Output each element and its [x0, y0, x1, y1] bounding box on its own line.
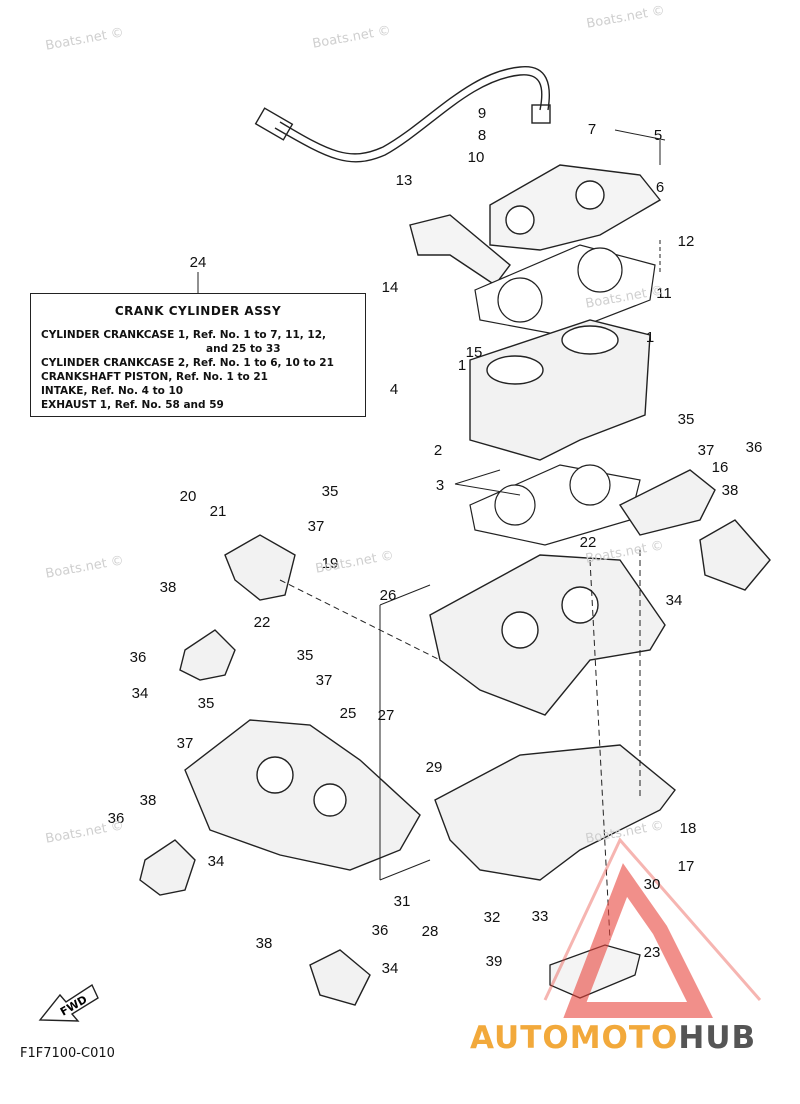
part-number-label: 35 — [678, 411, 695, 428]
part-number-label: 10 — [468, 149, 485, 166]
part-number-label: 27 — [378, 707, 395, 724]
part-number-label: 37 — [316, 672, 333, 689]
part-number-label: 31 — [394, 893, 411, 910]
hose-assembly — [254, 66, 551, 163]
part-number-label: 22 — [580, 534, 597, 551]
engine-mounts — [139, 629, 236, 896]
assembly-legend: CRANK CYLINDER ASSY CYLINDER CRANKCASE 1… — [30, 293, 366, 417]
part-number-label: 17 — [678, 858, 695, 875]
part-number-label: 2 — [434, 442, 442, 459]
part-number-label: 15 — [466, 344, 483, 361]
part-callouts: 1123456789101112131415161718192021222223… — [108, 105, 763, 977]
part-number-label: 38 — [722, 482, 739, 499]
part-number-label: 26 — [380, 587, 397, 604]
part-number-label: 6 — [656, 179, 664, 196]
part-number-label: 11 — [656, 285, 672, 302]
part-number-label: 35 — [198, 695, 215, 712]
part-number-label: 34 — [382, 960, 399, 977]
base-gaskets — [469, 464, 641, 546]
part-number-label: 34 — [132, 685, 149, 702]
exhaust-bracket — [224, 534, 296, 601]
cylinder-block — [469, 319, 651, 461]
part-number-label: 23 — [644, 944, 661, 961]
brand-part1: AUTOMOTO — [470, 1020, 679, 1056]
part-number-label: 8 — [478, 127, 486, 144]
part-number-label: 35 — [297, 647, 314, 664]
part-number-label: 29 — [426, 759, 443, 776]
cylinder-head — [489, 164, 662, 251]
part-number-label: 1 — [458, 357, 466, 374]
legend-row: and 25 to 33 — [206, 343, 281, 355]
part-number-label: 21 — [210, 503, 227, 520]
fwd-arrow-icon: FWD — [38, 983, 99, 1022]
part-number-label: 28 — [422, 923, 439, 940]
part-number-label: 22 — [254, 614, 271, 631]
part-number-label: 25 — [340, 705, 357, 722]
part-number-label: 3 — [436, 477, 444, 494]
part-number-label: 36 — [372, 922, 389, 939]
legend-row: CYLINDER CRANKCASE 1, Ref. No. 1 to 7, 1… — [41, 329, 327, 341]
part-number-label: 33 — [532, 908, 549, 925]
legend-row: CRANKSHAFT PISTON, Ref. No. 1 to 21 — [41, 371, 268, 383]
part-number-label: 35 — [322, 483, 339, 500]
part-number-label: 36 — [746, 439, 763, 456]
part-number-label: 16 — [712, 459, 729, 476]
part-number-label: 5 — [654, 127, 662, 144]
part-number-label: 38 — [160, 579, 177, 596]
part-number-label: 19 — [322, 555, 339, 572]
upper-crankcase — [429, 554, 666, 716]
part-number-label: 7 — [588, 121, 596, 138]
part-number-label: 37 — [698, 442, 715, 459]
legend-row: INTAKE, Ref. No. 4 to 10 — [41, 385, 184, 397]
part-number-label: 20 — [180, 488, 197, 505]
brand-part2: HUB — [678, 1020, 757, 1056]
part-number-label: 39 — [486, 953, 503, 970]
lower-crankcase — [434, 744, 676, 881]
intake-parts — [309, 469, 771, 1006]
exhaust-manifold — [184, 719, 421, 871]
part-number-label: 36 — [130, 649, 147, 666]
part-number-label: 37 — [177, 735, 194, 752]
legend-callout: 24 — [190, 254, 207, 271]
legend-title: CRANK CYLINDER ASSY — [114, 304, 282, 318]
part-number-label: 18 — [680, 820, 697, 837]
part-number-label: 4 — [390, 381, 398, 398]
part-number-label: 14 — [382, 279, 399, 296]
part-number-label: 38 — [140, 792, 157, 809]
leader-lines — [279, 129, 666, 941]
legend-row: EXHAUST 1, Ref. No. 58 and 59 — [41, 399, 224, 411]
part-number-label: 32 — [484, 909, 501, 926]
part-number-label: 36 — [108, 810, 125, 827]
part-number-label: 9 — [478, 105, 486, 122]
part-number-label: 13 — [396, 172, 413, 189]
part-number-label: 34 — [666, 592, 683, 609]
part-number-label: 30 — [644, 876, 661, 893]
part-number-label: 37 — [308, 518, 325, 535]
head-gasket — [474, 244, 656, 336]
part-number-label: 1 — [646, 329, 654, 346]
diagram-code: F1F7100-C010 — [20, 1046, 115, 1061]
brand-logo: AUTOMOTOHUB — [470, 1020, 756, 1056]
legend-row: CYLINDER CRANKCASE 2, Ref. No. 1 to 6, 1… — [41, 357, 334, 369]
part-number-label: 34 — [208, 853, 225, 870]
part-number-label: 12 — [678, 233, 695, 250]
part-number-label: 38 — [256, 935, 273, 952]
brand-triangle-logo — [543, 837, 762, 1018]
